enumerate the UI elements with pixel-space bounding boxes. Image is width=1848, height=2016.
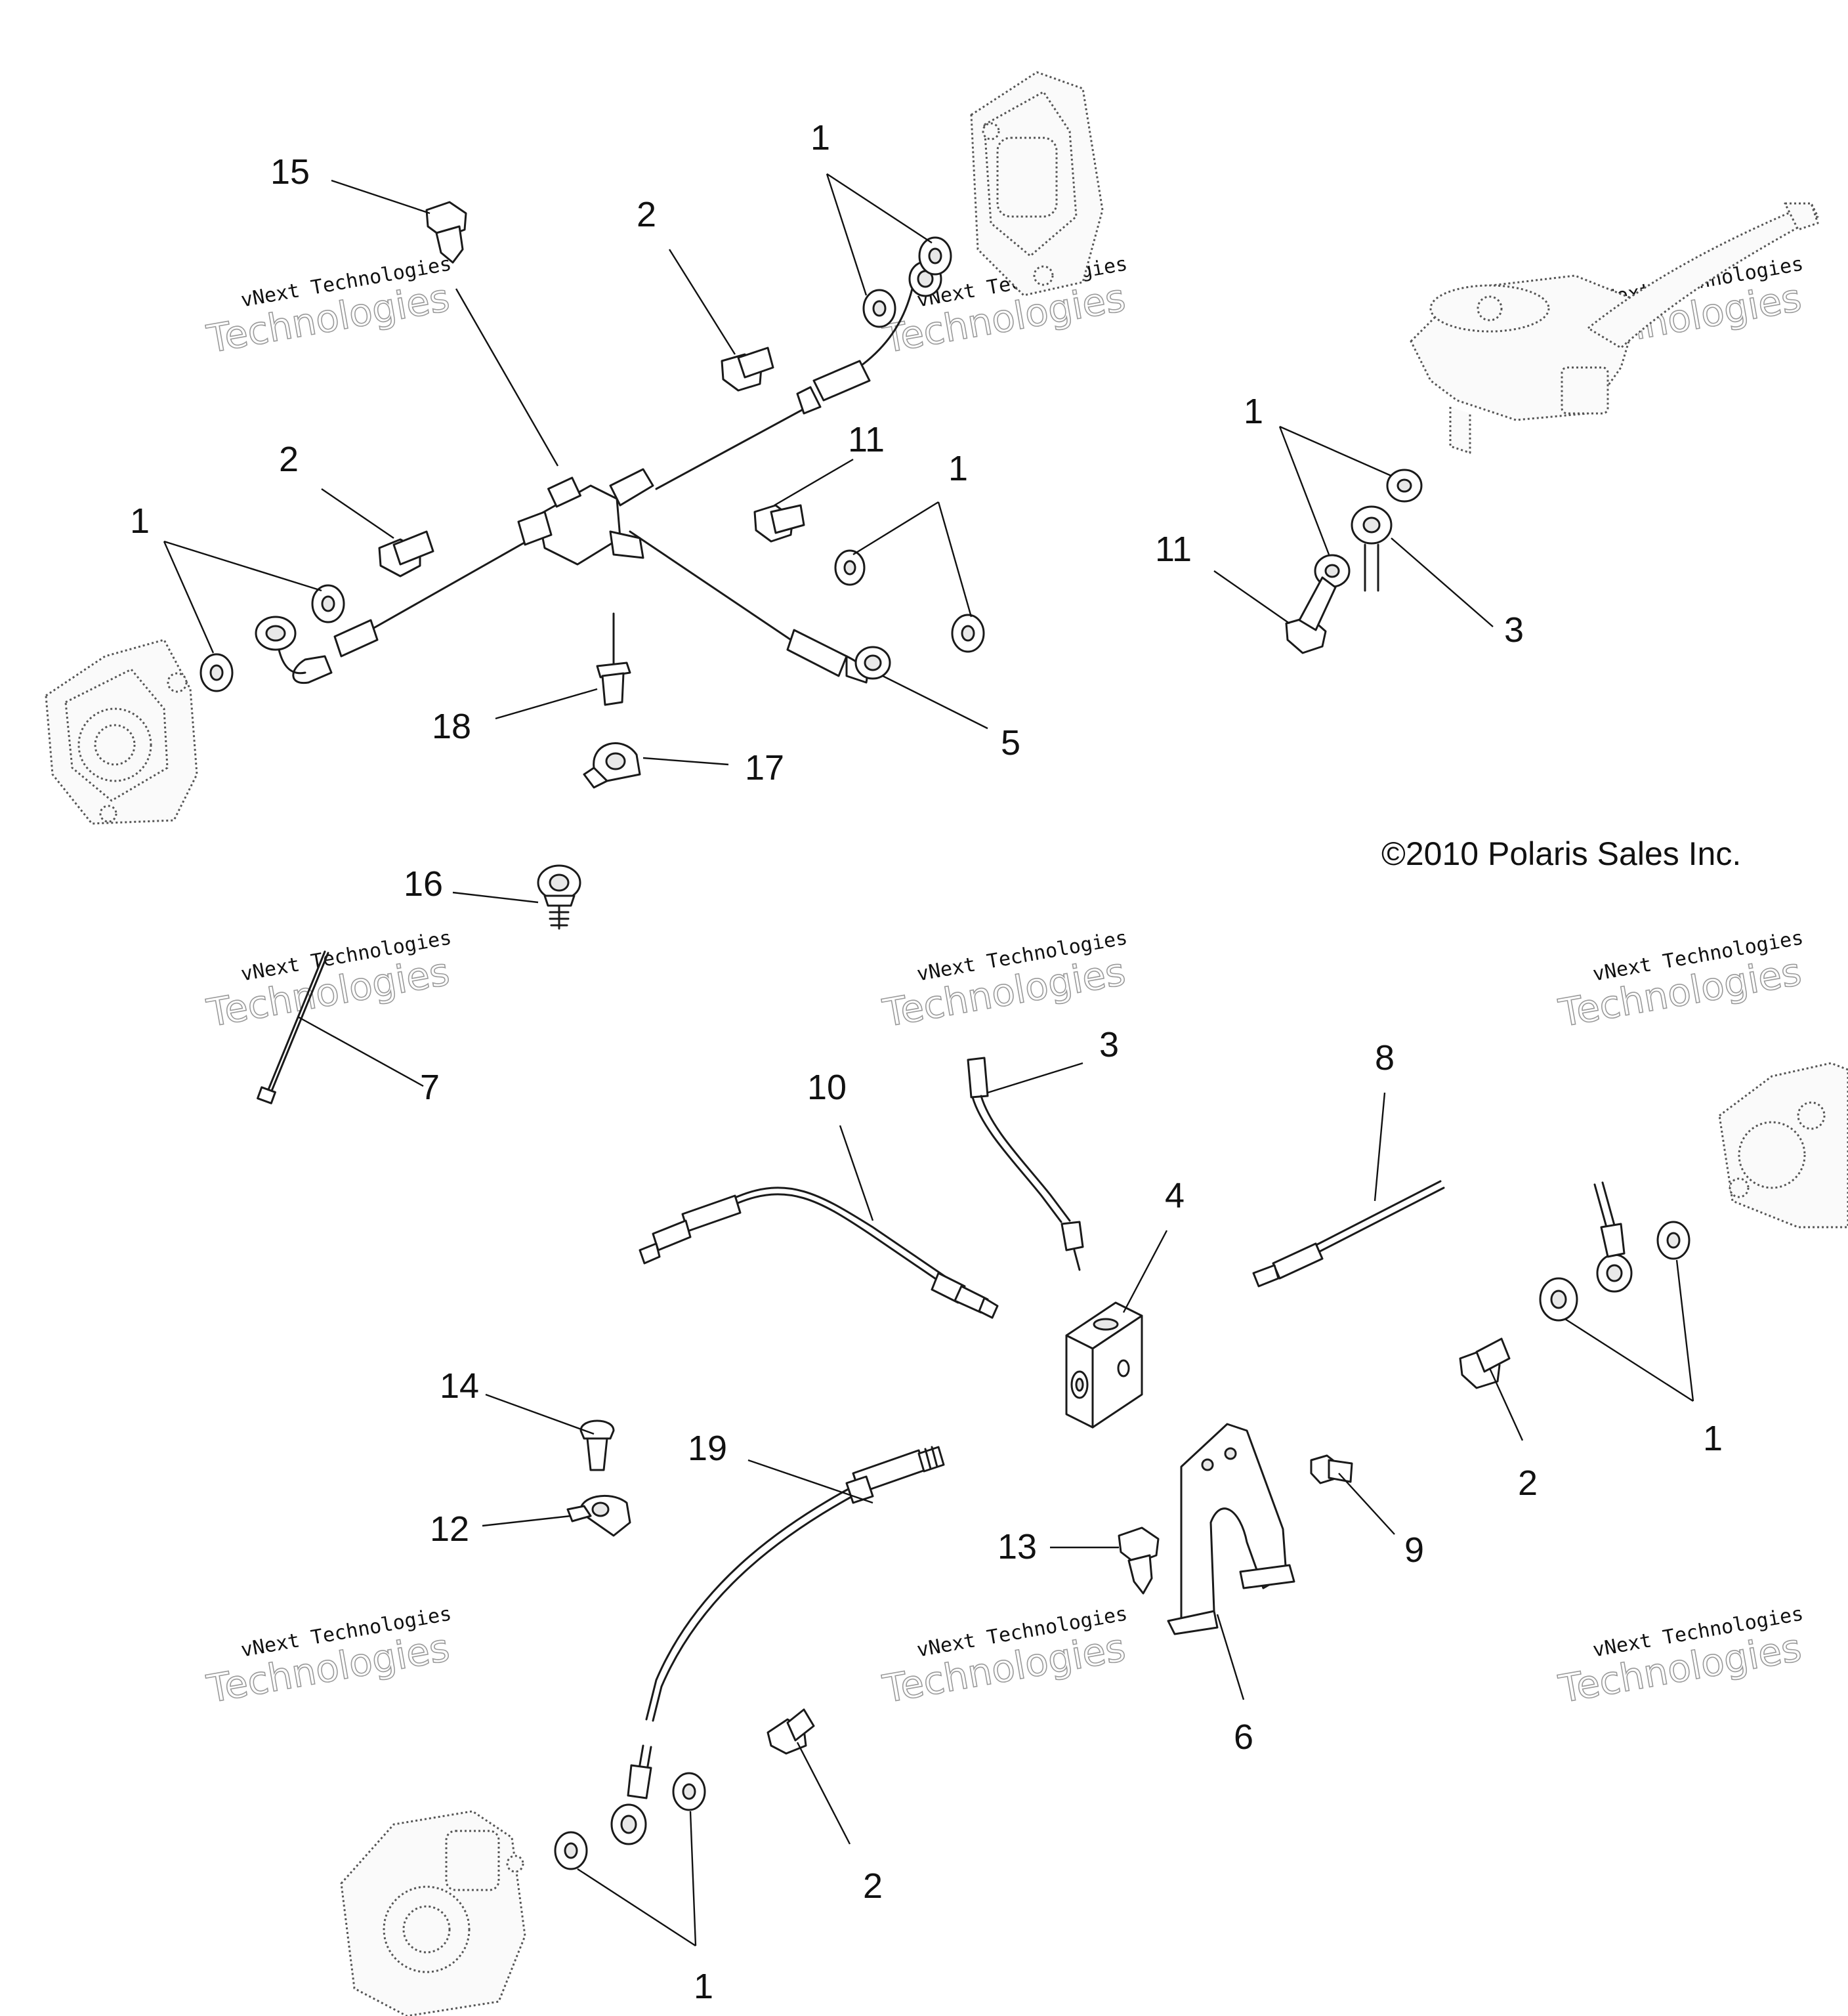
callout-2: 2 [637, 195, 656, 234]
callout-10: 10 [807, 1068, 847, 1107]
callout-2: 2 [279, 440, 299, 479]
leader-lines [163, 173, 1694, 1947]
washers-top [200, 236, 985, 692]
callout-11: 11 [1155, 530, 1192, 569]
watermark-8: Technologies vNext Technologies [879, 1603, 1129, 1712]
callout-19: 19 [688, 1429, 727, 1468]
rear-right-caliper-illustration [1718, 1062, 1848, 1228]
bolts-top [378, 201, 805, 578]
callout-8: 8 [1375, 1038, 1395, 1078]
callout-1: 1 [694, 1967, 713, 2006]
watermark-4: Technologies vNext Technologies [203, 927, 453, 1036]
watermark-5: Technologies vNext Technologies [879, 927, 1129, 1036]
callout-labels: 15 2 1 2 1 11 1 18 17 5 1 11 3 16 7 3 10… [130, 118, 1723, 2006]
watermark-1: Technologies vNext Technologies [203, 253, 453, 362]
callout-12: 12 [430, 1509, 469, 1549]
callout-7: 7 [420, 1068, 440, 1107]
callout-16: 16 [404, 864, 443, 904]
callout-9: 9 [1404, 1530, 1424, 1570]
clamp-12 [566, 1494, 631, 1537]
rear-left-caliper-illustration [340, 1810, 526, 2016]
copyright-text: ©2010 Polaris Sales Inc. [1381, 835, 1741, 872]
master-cylinder-illustration [1410, 202, 1819, 454]
callout-11: 11 [848, 420, 885, 459]
watermark-7: Technologies vNext Technologies [203, 1603, 453, 1712]
clip-16 [537, 864, 581, 930]
callout-14: 14 [440, 1366, 479, 1406]
callout-3: 3 [1504, 610, 1524, 650]
callout-1: 1 [948, 449, 968, 488]
master-cylinder-fittings [1285, 469, 1423, 654]
callout-6: 6 [1234, 1717, 1253, 1757]
callout-1: 1 [810, 118, 830, 158]
callout-1: 1 [1244, 392, 1263, 431]
callout-3: 3 [1099, 1025, 1119, 1064]
rear-left-fittings [554, 1708, 815, 1870]
front-brake-line-tee-assembly [255, 261, 942, 684]
brake-block-4 [1065, 1301, 1143, 1429]
brake-hose-10 [639, 1186, 999, 1319]
screw-14 [579, 1419, 615, 1471]
front-right-caliper-illustration [970, 71, 1104, 297]
bolt-13 [1118, 1526, 1160, 1595]
callout-17: 17 [745, 748, 784, 788]
bracket-6 [1167, 1423, 1295, 1635]
callout-1: 1 [130, 501, 150, 541]
brake-line-3-lower [967, 1057, 1084, 1271]
callout-18: 18 [432, 707, 471, 746]
push-rivet-18 [596, 612, 631, 706]
brake-hose-19 [645, 1446, 945, 1722]
callout-4: 4 [1165, 1176, 1185, 1215]
callout-2: 2 [863, 1866, 883, 1906]
front-left-caliper-illustration [45, 639, 198, 825]
clamp-17 [583, 742, 641, 789]
callout-15: 15 [270, 152, 310, 192]
bolt-9 [1310, 1454, 1353, 1484]
callout-13: 13 [998, 1527, 1037, 1566]
watermark-9: Technologies vNext Technologies [1555, 1603, 1805, 1712]
rear-right-fittings [1459, 1181, 1690, 1389]
callout-5: 5 [1001, 723, 1020, 763]
brake-hose-8 [1252, 1180, 1445, 1288]
watermark-6: Technologies vNext Technologies [1555, 927, 1805, 1036]
callout-1: 1 [1703, 1419, 1723, 1458]
cable-tie-7 [257, 950, 329, 1104]
callout-2: 2 [1518, 1463, 1538, 1503]
